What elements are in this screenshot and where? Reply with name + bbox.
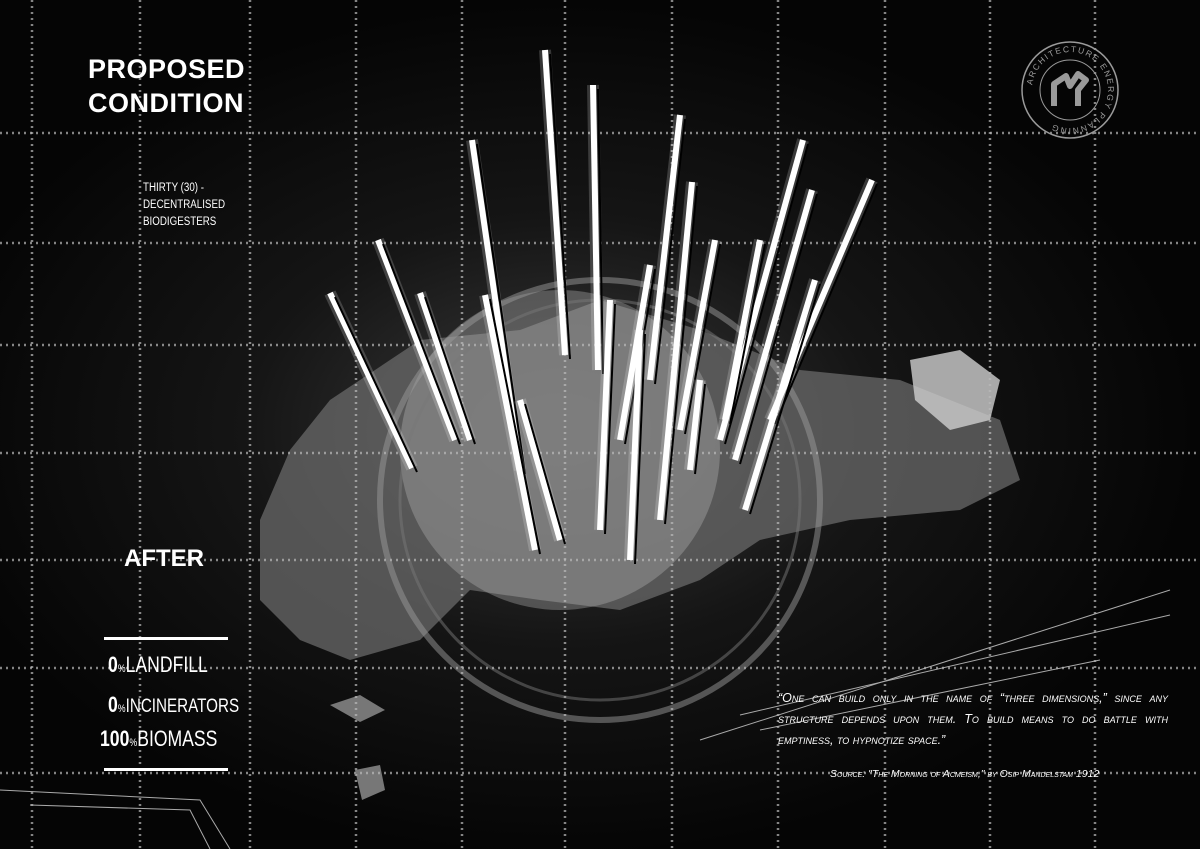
beam-shadow [724, 143, 809, 445]
biodigester-beam [375, 238, 458, 442]
biodigester-beam [417, 292, 473, 441]
biodigester-beam [687, 379, 703, 471]
beam-shadow [334, 296, 418, 473]
beam-shadow [604, 303, 616, 535]
biodigester-beam [742, 279, 818, 511]
biodigester-beam [657, 181, 695, 521]
biodigester-beam [542, 49, 568, 356]
divider-top [104, 637, 228, 640]
beam-shadow [476, 143, 526, 475]
islet [355, 765, 385, 800]
quote: “One can build only in the name of “thre… [778, 691, 1168, 747]
stat-biomass: 100%BIOMASS [100, 726, 217, 752]
stat-value: 0 [108, 652, 118, 677]
subtitle-line-3: BIODIGESTERS [143, 216, 217, 228]
stat-value: 100 [100, 726, 130, 751]
stat-label: LANDFILL [125, 652, 208, 677]
trace-line [759, 659, 1101, 731]
ring-arc [398, 298, 802, 702]
title-line-1: PROPOSED [88, 54, 246, 84]
beam-shadow [424, 296, 476, 445]
biodigester-beam [327, 291, 415, 470]
beam-shadow [774, 183, 878, 425]
stat-unit: % [129, 737, 138, 749]
beam-shadow [729, 243, 766, 425]
beam-shadow [597, 88, 604, 375]
ring-arc [377, 277, 823, 723]
beam-shadow [549, 53, 571, 360]
logo-mark-icon [1051, 71, 1089, 106]
title-line-2: CONDITION [88, 88, 244, 118]
subtitle: THIRTY (30) - DECENTRALISED BIODIGESTERS [143, 180, 225, 231]
biodigester-beam [722, 239, 763, 421]
stat-incinerators: 0%INCINERATORS [108, 692, 239, 718]
page-title: PROPOSED CONDITION [88, 52, 245, 120]
biodigester-beam [597, 299, 613, 531]
beam-shadow [654, 118, 686, 385]
beam-shadow [382, 243, 461, 445]
trace-line [29, 804, 211, 849]
stat-label: BIOMASS [137, 726, 218, 751]
beam-shadow [489, 298, 541, 555]
biodigester-beam [517, 399, 563, 541]
biodigester-beam [627, 329, 643, 561]
biodigester-beam [732, 189, 815, 461]
beam-shadow [524, 403, 566, 545]
stat-unit: % [117, 663, 126, 675]
stat-unit: % [117, 703, 126, 715]
biodigester-beam [647, 114, 683, 381]
beam-shadow [664, 185, 698, 525]
subtitle-line-1: THIRTY (30) - [143, 182, 205, 194]
after-label: AFTER [124, 545, 204, 572]
stat-value: 0 [108, 692, 118, 717]
beam-shadow [694, 383, 706, 475]
biodigester-beam [677, 239, 718, 431]
beam-shadow [684, 243, 721, 435]
trace-line [739, 614, 1171, 716]
reservoir-area [910, 350, 1000, 430]
beam-shadow [739, 193, 818, 465]
biodigester-beam [482, 294, 538, 551]
logo-seal: ARCHITECTURE ENERGY PLANNING [1021, 41, 1119, 139]
svg-text:ARCHITECTURE ENERGY PLANNING: ARCHITECTURE ENERGY PLANNING [1024, 44, 1116, 136]
trace-line [0, 789, 231, 849]
islet [330, 695, 385, 722]
biodigester-beam [590, 84, 601, 371]
divider-bottom [104, 768, 228, 771]
beam-shadow [749, 283, 821, 515]
subtitle-line-2: DECENTRALISED [143, 199, 226, 211]
quote-source: Source: "The Morning of Acmeism," by Osi… [830, 768, 1100, 780]
stat-landfill: 0%LANDFILL [108, 652, 208, 678]
beam-shadow [634, 333, 646, 565]
biodigester-beam [617, 264, 653, 441]
stat-label: INCINERATORS [125, 696, 240, 717]
